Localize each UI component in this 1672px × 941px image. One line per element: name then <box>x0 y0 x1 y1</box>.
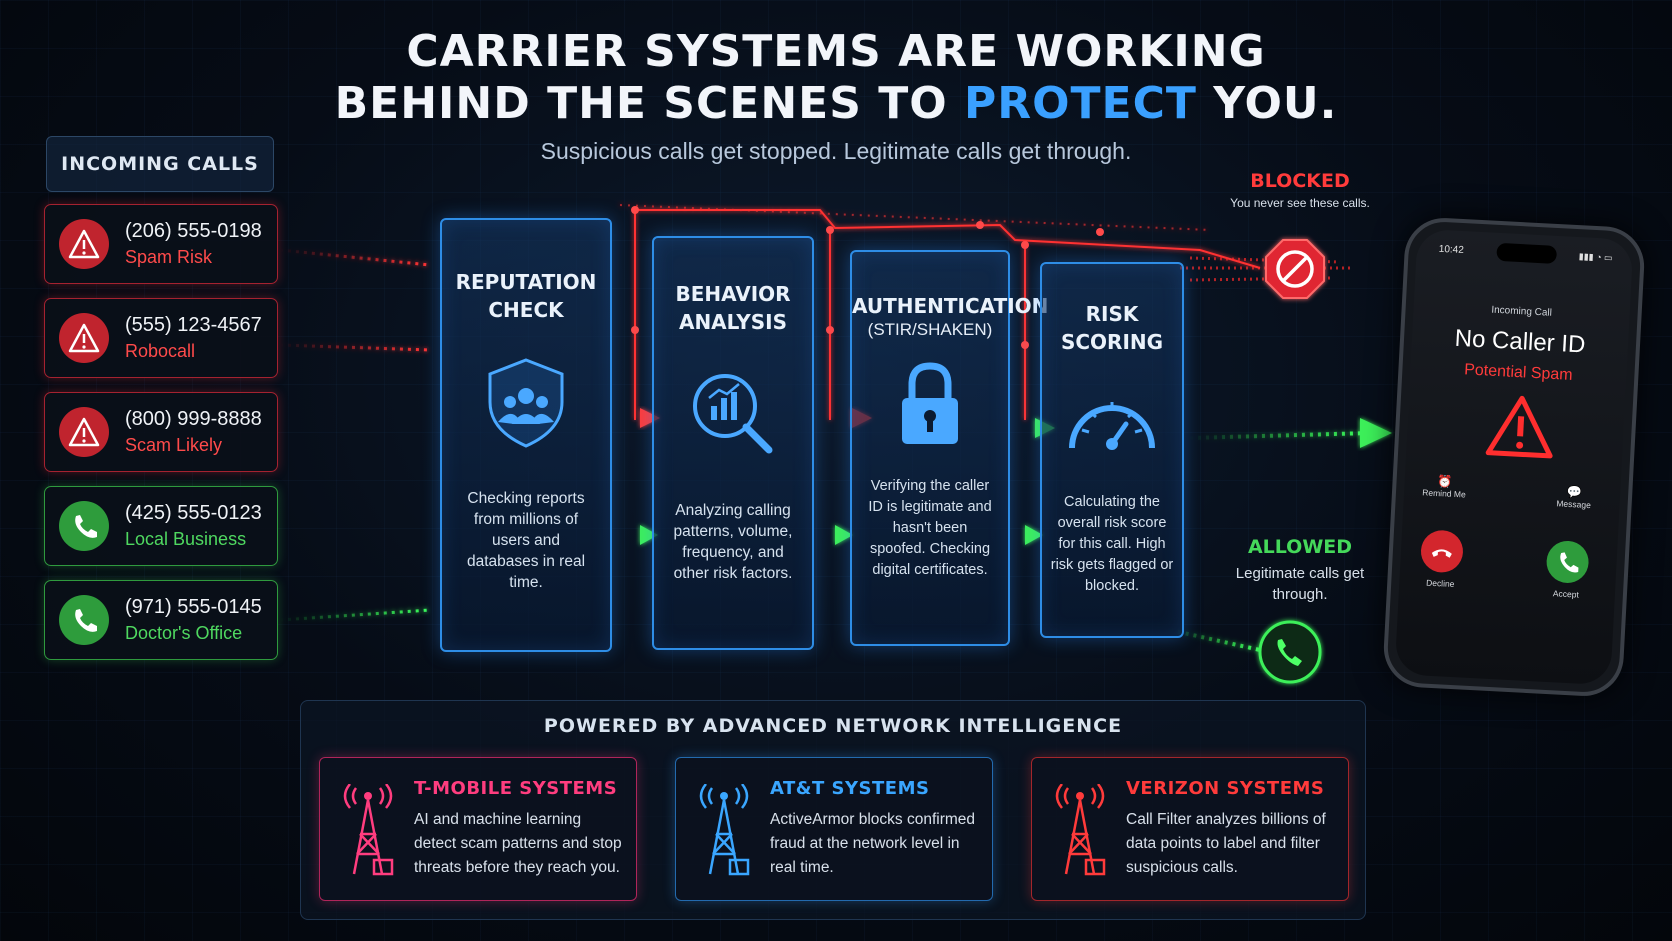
blocked-label: BLOCKED <box>1250 170 1350 192</box>
carrier-desc: ActiveArmor blocks confirmed fraud at th… <box>770 811 976 876</box>
panel-desc: Calculating the overall risk score for t… <box>1050 494 1174 594</box>
blocked-path <box>619 204 1261 420</box>
carrier-card-tmobile: T-MOBILE SYSTEMS AI and machine learning… <box>319 757 637 901</box>
panel-title: BEHAVIOR ANALYSIS <box>675 282 791 334</box>
call-card: (425) 555-0123 Local Business <box>44 486 278 566</box>
carrier-name: VERIZON SYSTEMS <box>1126 778 1325 799</box>
headline: CARRIER SYSTEMS ARE WORKING BEHIND THE S… <box>0 26 1672 130</box>
headline-line1: CARRIER SYSTEMS ARE WORKING <box>406 26 1266 77</box>
signal-battery-icon: ▮▮▮ ◔ ▭ <box>1578 251 1613 263</box>
carrier-name: AT&T SYSTEMS <box>770 778 930 799</box>
headline-line2-prefix: BEHIND THE SCENES TO <box>334 78 964 129</box>
subtitle: Suspicious calls get stopped. Legitimate… <box>540 138 1132 164</box>
panel-risk-scoring: RISK SCORING Calculating the overall ris… <box>1040 262 1184 638</box>
network-intelligence-section: POWERED BY ADVANCED NETWORK INTELLIGENCE… <box>300 700 1366 920</box>
warning-icon <box>59 313 109 363</box>
smartphone: 10:42 ▮▮▮ ◔ ▭ Incoming Call No Caller ID… <box>1381 216 1647 698</box>
headline-line2: BEHIND THE SCENES TO PROTECT YOU. <box>0 78 1672 130</box>
phone-icon <box>1560 552 1579 573</box>
carrier-card-verizon: VERIZON SYSTEMS Call Filter analyzes bil… <box>1031 757 1349 901</box>
blocked-path-nodes <box>631 206 1104 349</box>
call-label: Doctor's Office <box>125 623 243 643</box>
message-button[interactable]: 💬 Message <box>1543 484 1604 511</box>
panel-title: RISK SCORING <box>1060 302 1164 354</box>
call-number: (555) 123-4567 <box>125 314 262 336</box>
call-label: Spam Risk <box>125 247 213 267</box>
headline-line2-suffix: YOU. <box>1196 78 1338 129</box>
carrier-card-att: AT&T SYSTEMS ActiveArmor blocks confirme… <box>675 757 993 901</box>
allowed-label: ALLOWED <box>1247 536 1353 558</box>
warning-icon <box>59 219 109 269</box>
hangup-icon <box>1431 549 1452 558</box>
accept-button[interactable] <box>1545 539 1590 585</box>
section-title: POWERED BY ADVANCED NETWORK INTELLIGENCE <box>543 715 1123 737</box>
call-number: (800) 999-8888 <box>125 408 262 430</box>
phone-time: 10:42 <box>1438 243 1465 257</box>
call-label: Robocall <box>125 341 196 361</box>
phone-screen: 10:42 ▮▮▮ ◔ ▭ Incoming Call No Caller ID… <box>1394 228 1634 686</box>
carrier-desc: Call Filter analyzes billions of data po… <box>1126 811 1326 876</box>
warning-icon <box>1484 393 1557 461</box>
call-number: (425) 555-0123 <box>125 502 262 524</box>
incoming-call-label: Incoming Call <box>1491 304 1553 319</box>
call-card: (206) 555-0198 Spam Risk <box>44 204 278 284</box>
caller-name: No Caller ID <box>1454 324 1587 359</box>
spam-input-streams <box>279 248 431 437</box>
panel-authentication: AUTHENTICATION (STIR/SHAKEN) Verifying t… <box>850 250 1049 646</box>
allowed-output-streams <box>1169 431 1371 652</box>
panel-desc: Analyzing calling patterns, volume, freq… <box>673 502 793 582</box>
headline-accent: PROTECT <box>963 78 1197 129</box>
warning-icon <box>59 407 109 457</box>
cell-tower-icon <box>699 784 750 876</box>
allowed-note: Legitimate calls get through. <box>1235 565 1365 603</box>
incoming-calls-title: INCOMING CALLS <box>46 136 274 192</box>
panel-desc: Checking reports from millions of users … <box>466 490 586 591</box>
panel-title: REPUTATION CHECK <box>455 270 597 322</box>
panel-desc: Verifying the caller ID is legitimate an… <box>868 478 992 578</box>
allowed-arrow <box>1360 418 1392 448</box>
phone-notch <box>1496 242 1558 264</box>
remind-me-button[interactable]: ⏰ Remind Me <box>1414 473 1475 500</box>
allowed-phone-icon <box>1258 620 1322 684</box>
block-sign-icon <box>1265 239 1325 299</box>
call-label: Scam Likely <box>125 435 223 455</box>
accept-label: Accept <box>1552 588 1580 600</box>
cell-tower-icon <box>1055 784 1106 876</box>
carrier-desc: AI and machine learning detect scam patt… <box>414 811 622 876</box>
panel-title: AUTHENTICATION <box>852 294 1049 318</box>
panel-subtitle: (STIR/SHAKEN) <box>867 320 993 339</box>
call-label: Local Business <box>125 529 247 549</box>
padlock-icon <box>880 354 980 454</box>
call-card: (800) 999-8888 Scam Likely <box>44 392 278 472</box>
message-label: Message <box>1556 498 1592 511</box>
cell-tower-icon <box>343 784 394 876</box>
call-number: (971) 555-0145 <box>125 596 262 618</box>
shield-users-icon <box>476 352 576 452</box>
call-card: (971) 555-0145 Doctor's Office <box>44 580 278 660</box>
ok-input-streams <box>279 528 431 622</box>
panel-behavior-analysis: BEHAVIOR ANALYSIS Analyzing calling patt… <box>652 236 814 650</box>
call-card: (555) 123-4567 Robocall <box>44 298 278 378</box>
spam-tag: Potential Spam <box>1463 361 1574 384</box>
gauge-icon <box>1062 378 1162 478</box>
carrier-name: T-MOBILE SYSTEMS <box>414 778 618 799</box>
decline-label: Decline <box>1425 577 1455 590</box>
phone-icon <box>59 595 109 645</box>
call-number: (206) 555-0198 <box>125 220 262 242</box>
phone-icon <box>59 501 109 551</box>
decline-button[interactable] <box>1419 529 1465 574</box>
blocked-note: You never see these calls. <box>1230 196 1370 210</box>
remind-me-label: Remind Me <box>1422 487 1466 500</box>
panel-reputation-check: REPUTATION CHECK Checking reports from m… <box>440 218 612 652</box>
magnifier-chart-icon <box>683 364 783 464</box>
